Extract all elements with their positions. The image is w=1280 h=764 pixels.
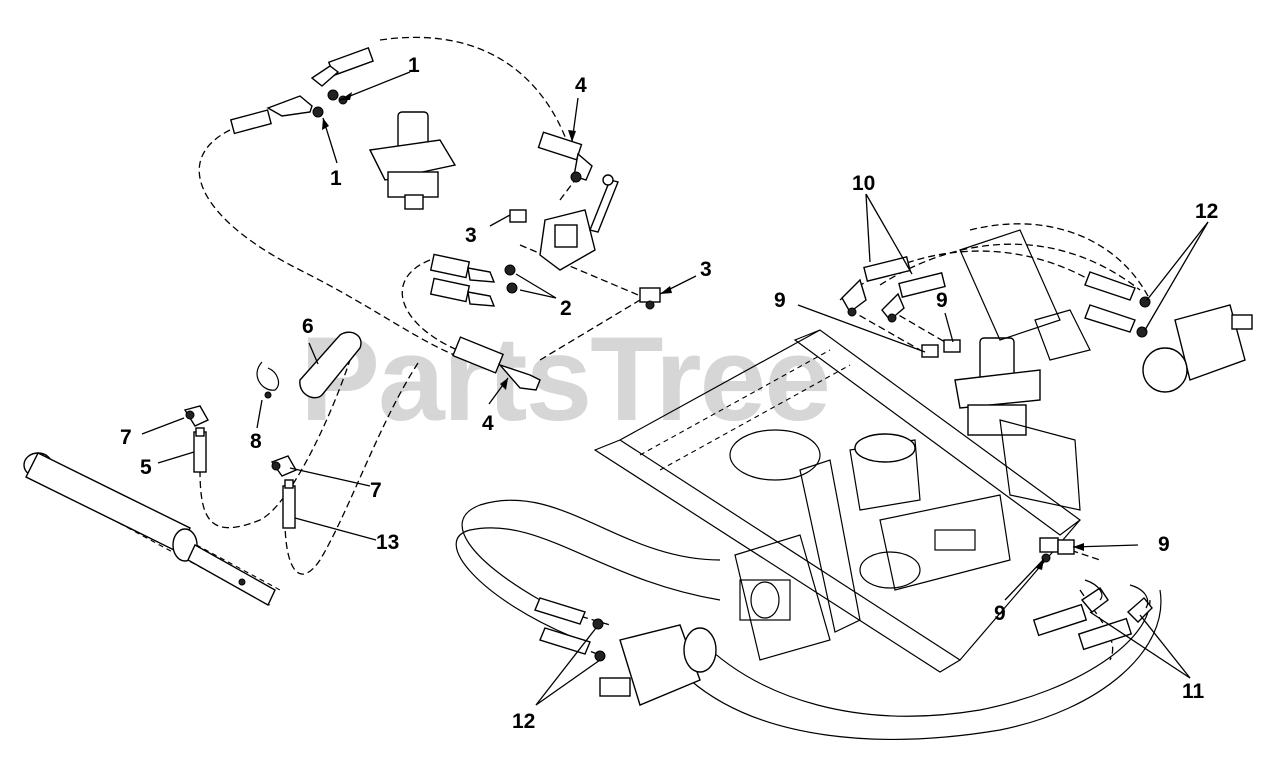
- leader-arrowheads: [322, 92, 1084, 570]
- callout-4-bottom: 4: [482, 412, 494, 435]
- hydraulic-cylinder: [23, 452, 281, 606]
- callout-7-right: 7: [370, 479, 382, 502]
- fittings-9-lower: [1039, 537, 1075, 563]
- upper-valve: [368, 111, 457, 210]
- watermark: PartsTree: [300, 312, 829, 446]
- leader-lines: [141, 71, 1209, 706]
- callout-9-upper-left: 9: [774, 289, 786, 312]
- hose-lines: [198, 36, 1162, 740]
- part-7-left-elbow: [183, 405, 209, 427]
- callout-12-top: 12: [1195, 200, 1218, 223]
- part-5-hose-end: [193, 427, 207, 473]
- callout-12-bottom: 12: [512, 710, 535, 733]
- chassis-frame: [593, 229, 1091, 673]
- callout-1-top: 1: [408, 54, 420, 77]
- upper-hose-ends: [229, 47, 374, 135]
- callout-7-left: 7: [120, 426, 132, 449]
- callout-9-lower-right: 9: [1158, 533, 1170, 556]
- part-6-tube: [299, 331, 362, 399]
- right-valve: [921, 337, 1041, 436]
- callout-6: 6: [302, 315, 314, 338]
- callout-3-right: 3: [700, 258, 712, 281]
- callout-5: 5: [140, 456, 152, 479]
- callout-8: 8: [250, 430, 262, 453]
- center-valve: [509, 174, 619, 271]
- callout-11: 11: [1182, 680, 1205, 703]
- callout-13: 13: [376, 531, 399, 554]
- callout-9-upper-right: 9: [936, 289, 948, 312]
- hose-10-ends: [841, 256, 946, 323]
- part-13-hose-end: [282, 479, 296, 529]
- fitting-3-right: [639, 287, 661, 310]
- hose-4-upper: [537, 131, 593, 183]
- part-8-clip: [256, 361, 280, 399]
- callout-3-left: 3: [465, 224, 477, 247]
- callout-1-bottom: 1: [330, 167, 342, 190]
- part-7-right-elbow: [270, 455, 297, 477]
- left-wheel-motor: [534, 597, 717, 706]
- callout-9-lower-left: 9: [994, 602, 1006, 625]
- hose-11-ends: [1032, 579, 1153, 651]
- callout-10: 10: [852, 172, 875, 195]
- hose-2-ends: [429, 253, 518, 307]
- callout-labels: 1 1 4 3 3 2 6 4 8 7 5 7 13 10 12 9 9 9 9…: [120, 54, 1218, 733]
- callout-4-top: 4: [575, 74, 587, 97]
- callout-2: 2: [560, 297, 572, 320]
- right-wheel-motor: [1084, 271, 1253, 393]
- hose-4-lower: [452, 336, 541, 391]
